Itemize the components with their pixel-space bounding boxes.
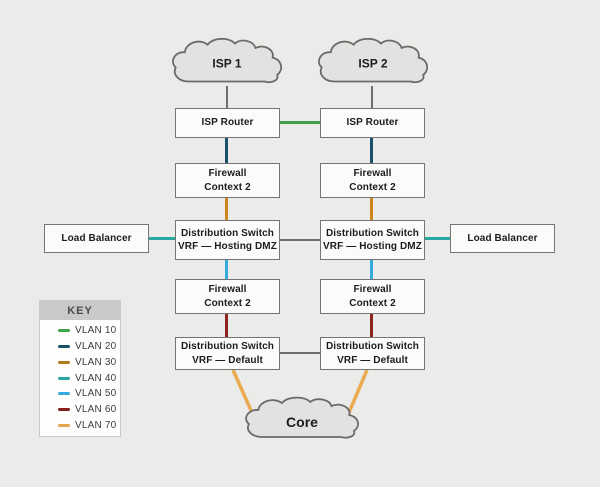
firewall-bottom-right-node: Firewall Context 2 [320,279,425,314]
cloud-icon [243,395,361,443]
node-label: Distribution Switch [180,227,274,239]
key-row-vlan10: VLAN 10 [58,325,120,336]
key-row-vlan50: VLAN 50 [58,388,120,399]
key-title: KEY [40,301,120,320]
core-cloud-label: Core [286,414,318,431]
key-body: VLAN 10 VLAN 20 VLAN 30 VLAN 40 VLAN 50 … [40,320,120,436]
vlan30-link-left [225,198,228,220]
vlan60-link-right [370,314,373,337]
vlan20-link-right [370,138,373,163]
key-label: VLAN 30 [75,356,117,368]
vlan30-swatch [58,360,70,364]
key-legend: KEY VLAN 10 VLAN 20 VLAN 30 VLAN 40 VLAN… [39,300,121,437]
key-row-vlan60: VLAN 60 [58,404,120,415]
dist-switch-dmz-right-node: Distribution Switch VRF — Hosting DMZ [320,220,425,260]
key-label: VLAN 60 [75,404,117,416]
node-label: Firewall [208,168,247,179]
key-label: VLAN 10 [75,324,117,336]
link-cloud-router-right [371,86,373,108]
node-label: Load Balancer [467,232,538,244]
cloud-icon [170,36,284,88]
vlan50-link-left [225,260,228,279]
vlan50-swatch [58,392,70,396]
node-label: VRF — Default [192,354,263,366]
vlan60-link-left [225,314,228,337]
isp1-cloud-label: ISP 1 [212,56,242,71]
key-label: VLAN 20 [75,340,117,352]
link-dmz-interswitch [280,239,320,241]
vlan70-link-left [231,369,256,418]
vlan40-swatch [58,376,70,380]
vlan70-swatch [58,424,70,428]
vlan40-link-right [425,237,450,240]
load-balancer-right-node: Load Balancer [450,224,555,253]
firewall-top-left-node: Firewall Context 2 [175,163,280,198]
cloud-icon [316,36,430,88]
vlan20-swatch [58,344,70,348]
isp-router-right-node: ISP Router [320,108,425,138]
load-balancer-left-node: Load Balancer [44,224,149,253]
vlan50-link-right [370,260,373,279]
vlan10-link [280,121,320,124]
vlan10-swatch [58,328,70,332]
core-cloud: Core [243,395,361,443]
key-label: VLAN 40 [75,372,117,384]
dist-switch-default-right-node: Distribution Switch VRF — Default [320,337,425,370]
firewall-top-right-node: Firewall Context 2 [320,163,425,198]
node-label: Firewall [353,168,392,179]
link-cloud-router-left [226,86,228,108]
node-label: Distribution Switch [180,341,274,352]
vlan60-swatch [58,408,70,412]
dist-switch-dmz-left-node: Distribution Switch VRF — Hosting DMZ [175,220,280,260]
node-label: VRF — Hosting DMZ [178,241,277,252]
node-label: Context 2 [204,181,251,193]
key-label: VLAN 70 [75,420,117,432]
key-row-vlan30: VLAN 30 [58,357,120,368]
isp2-cloud-label: ISP 2 [358,56,388,71]
node-label: Context 2 [349,181,396,193]
link-default-interswitch [280,352,320,354]
isp2-cloud: ISP 2 [316,36,430,88]
vlan30-link-right [370,198,373,220]
isp-router-left-node: ISP Router [175,108,280,138]
node-label: ISP Router [346,117,399,129]
key-row-vlan70: VLAN 70 [58,420,120,431]
node-label: Load Balancer [61,232,132,244]
firewall-bottom-left-node: Firewall Context 2 [175,279,280,314]
node-label: Firewall [353,284,392,295]
node-label: VRF — Hosting DMZ [323,241,422,252]
node-label: Context 2 [349,297,396,309]
isp1-cloud: ISP 1 [170,36,284,88]
key-row-vlan20: VLAN 20 [58,341,120,352]
dist-switch-default-left-node: Distribution Switch VRF — Default [175,337,280,370]
node-label: Firewall [208,284,247,295]
key-label: VLAN 50 [75,388,117,400]
vlan40-link-left [149,237,175,240]
node-label: VRF — Default [337,354,408,366]
node-label: Distribution Switch [325,341,419,352]
node-label: ISP Router [201,117,254,129]
key-row-vlan40: VLAN 40 [58,373,120,384]
vlan20-link-left [225,138,228,163]
node-label: Context 2 [204,297,251,309]
node-label: Distribution Switch [325,227,419,239]
